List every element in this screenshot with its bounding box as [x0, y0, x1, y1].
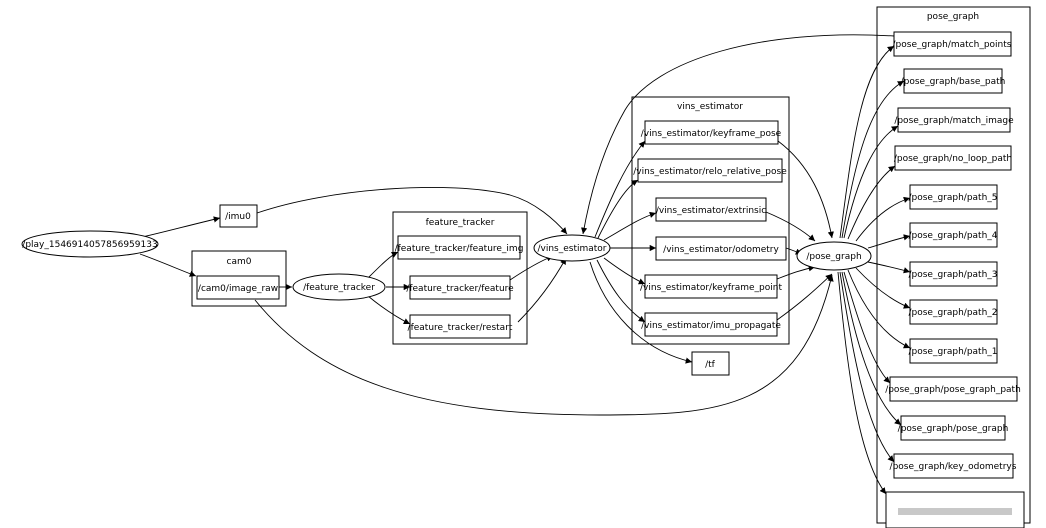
topic-cam0-image-raw[interactable]: /cam0/image_raw: [196, 275, 280, 300]
topic-base-path-label: /pose_graph/base_path: [901, 77, 1006, 87]
edge-feature-tracker-feature-img: [367, 251, 399, 279]
edge-layer: [137, 34, 911, 495]
edge-pose-graph-pose-graph-path: [843, 271, 891, 384]
topic-pose-graph-pose-graph[interactable]: /pose_graph/pose_graph: [898, 415, 1009, 441]
edge-play-cam0-image-raw: [139, 253, 197, 277]
edge-pose-graph-key-odometrys: [839, 271, 895, 463]
edge-pose-graph-path-1: [847, 269, 911, 349]
topic-feature-img[interactable]: /feature_tracker/feature_img: [395, 235, 524, 260]
topic-tf[interactable]: /tf: [691, 351, 730, 376]
topic-tf-label: /tf: [705, 360, 716, 370]
topic-imu0-label: /imu0: [225, 212, 251, 222]
obscured-label-watermark: [898, 508, 1012, 515]
edge-pose-graph-path-4: [867, 234, 911, 249]
topic-base-path[interactable]: /pose_graph/base_path: [901, 68, 1006, 94]
edge-feature-restart-vins-estimator: [517, 257, 567, 323]
topic-path-1[interactable]: /pose_graph/path_1: [908, 338, 998, 364]
edge-imu0-vins-estimator: [256, 186, 568, 235]
node-pose-graph-label: /pose_graph: [806, 252, 861, 262]
edge-imu-propagate-pose-graph: [776, 273, 833, 321]
topic-imu-propagate[interactable]: /vins_estimator/imu_propagate: [641, 312, 781, 337]
node-play-label: /play_1546914057856959133: [22, 240, 157, 250]
topic-path-2[interactable]: /pose_graph/path_2: [908, 299, 998, 325]
edge-keyframe-pose-pose-graph: [777, 140, 834, 239]
topic-path-4[interactable]: /pose_graph/path_4: [908, 222, 998, 248]
edge-pose-graph-match-image: [843, 125, 899, 239]
edge-vins-estimator-tf: [589, 261, 693, 364]
edge-pose-graph-pose-graph: [841, 271, 902, 426]
topic-path-3-label: /pose_graph/path_3: [908, 270, 997, 280]
cluster-vins-estimator-label: vins_estimator: [677, 102, 743, 112]
topic-pose-graph-pose-graph-label: /pose_graph/pose_graph: [898, 424, 1009, 434]
topic-extrinsic[interactable]: /vins_estimator/extrinsic: [655, 197, 767, 222]
topic-restart[interactable]: /feature_tracker/restart: [408, 314, 513, 339]
edge-feature-tracker-restart: [367, 295, 411, 325]
topic-feature-img-label: /feature_tracker/feature_img: [395, 244, 524, 254]
topic-feature[interactable]: /feature_tracker/feature: [406, 275, 514, 300]
edge-vins-estimator-relo-relative-pose: [597, 179, 639, 239]
edge-pose-graph-cut: [837, 271, 887, 495]
topic-keyframe-pose-label: /vins_estimator/keyframe_pose: [641, 129, 782, 139]
edge-feature-feature-vins-estimator: [509, 255, 554, 281]
topic-cam0-image-raw-label: /cam0/image_raw: [198, 284, 278, 294]
node-play[interactable]: /play_1546914057856959133: [21, 230, 159, 258]
topic-keyframe-pose[interactable]: /vins_estimator/keyframe_pose: [641, 120, 782, 145]
topic-pose-graph-cut[interactable]: [885, 491, 1025, 528]
topic-key-odometrys-label: /pose_graph/key_odometrys: [890, 462, 1017, 472]
topic-keyframe-point-label: /vins_estimator/keyframe_point: [640, 283, 782, 293]
topic-feature-label: /feature_tracker/feature: [406, 284, 514, 294]
cluster-feature-tracker-label: feature_tracker: [426, 218, 495, 228]
topic-match-image[interactable]: /pose_graph/match_image: [894, 107, 1014, 133]
edge-extrinsic-pose-graph: [765, 211, 816, 242]
topic-extrinsic-label: /vins_estimator/extrinsic: [656, 206, 766, 216]
edge-vins-estimator-extrinsic: [603, 211, 657, 241]
topic-path-3[interactable]: /pose_graph/path_3: [908, 261, 998, 287]
edge-play-imu0: [137, 216, 221, 239]
topic-match-image-label: /pose_graph/match_image: [894, 116, 1014, 126]
node-vins-estimator[interactable]: /vins_estimator: [533, 234, 611, 262]
topic-keyframe-point[interactable]: /vins_estimator/keyframe_point: [640, 274, 782, 299]
edge-vins-estimator-keyframe-point: [603, 257, 646, 285]
topic-relo-relative-pose-label: /vins_estimator/relo_relative_pose: [633, 167, 787, 177]
topic-path-5-label: /pose_graph/path_5: [908, 193, 997, 203]
edge-pose-graph-path-2: [855, 267, 911, 309]
cluster-cam0-label: cam0: [227, 257, 252, 267]
topic-odometry[interactable]: /vins_estimator/odometry: [655, 236, 787, 261]
node-feature-tracker-label: /feature_tracker: [303, 283, 375, 293]
topic-path-4-label: /pose_graph/path_4: [908, 231, 997, 241]
topic-match-points-label: /pose_graph/match_points: [893, 40, 1012, 50]
cluster-vins-estimator: vins_estimator: [631, 96, 790, 345]
cluster-cam0: cam0: [191, 250, 287, 307]
node-vins-estimator-label: /vins_estimator: [537, 244, 606, 254]
topic-path-1-label: /pose_graph/path_1: [908, 347, 997, 357]
edge-vins-estimator-keyframe-pose: [594, 140, 646, 238]
edge-pose-graph-base-path: [841, 80, 905, 239]
edge-keyframe-point-pose-graph: [776, 265, 816, 280]
topic-no-loop-path[interactable]: /pose_graph/no_loop_path: [894, 145, 1012, 171]
topic-imu0[interactable]: /imu0: [219, 204, 258, 228]
topic-match-points[interactable]: /pose_graph/match_points: [893, 31, 1012, 57]
edge-vins-estimator-imu-propagate: [596, 259, 646, 323]
topic-key-odometrys[interactable]: /pose_graph/key_odometrys: [890, 453, 1017, 479]
topic-pose-graph-path[interactable]: /pose_graph/pose_graph_path: [885, 376, 1021, 402]
topic-relo-relative-pose[interactable]: /vins_estimator/relo_relative_pose: [633, 158, 787, 183]
topic-imu-propagate-label: /vins_estimator/imu_propagate: [641, 321, 781, 331]
cluster-feature-tracker: feature_tracker: [392, 211, 528, 345]
topic-restart-label: /feature_tracker/restart: [408, 323, 513, 333]
topic-pose-graph-path-label: /pose_graph/pose_graph_path: [885, 385, 1021, 395]
edge-pose-graph-no-loop-path: [847, 165, 896, 240]
edge-pose-graph-path-5: [855, 196, 911, 242]
node-pose-graph[interactable]: /pose_graph: [796, 241, 872, 271]
topic-no-loop-path-label: /pose_graph/no_loop_path: [894, 154, 1012, 164]
topic-path-5[interactable]: /pose_graph/path_5: [908, 184, 998, 210]
edge-match-points-vins-estimator: [581, 34, 895, 235]
topic-odometry-label: /vins_estimator/odometry: [663, 245, 779, 255]
topic-path-2-label: /pose_graph/path_2: [908, 308, 997, 318]
cluster-pose-graph-label: pose_graph: [927, 12, 979, 22]
node-feature-tracker[interactable]: /feature_tracker: [292, 273, 386, 301]
edge-cam0-image-raw-pose-graph: [254, 274, 834, 416]
edge-pose-graph-match-points: [839, 45, 895, 239]
edge-pose-graph-path-3: [867, 261, 911, 274]
